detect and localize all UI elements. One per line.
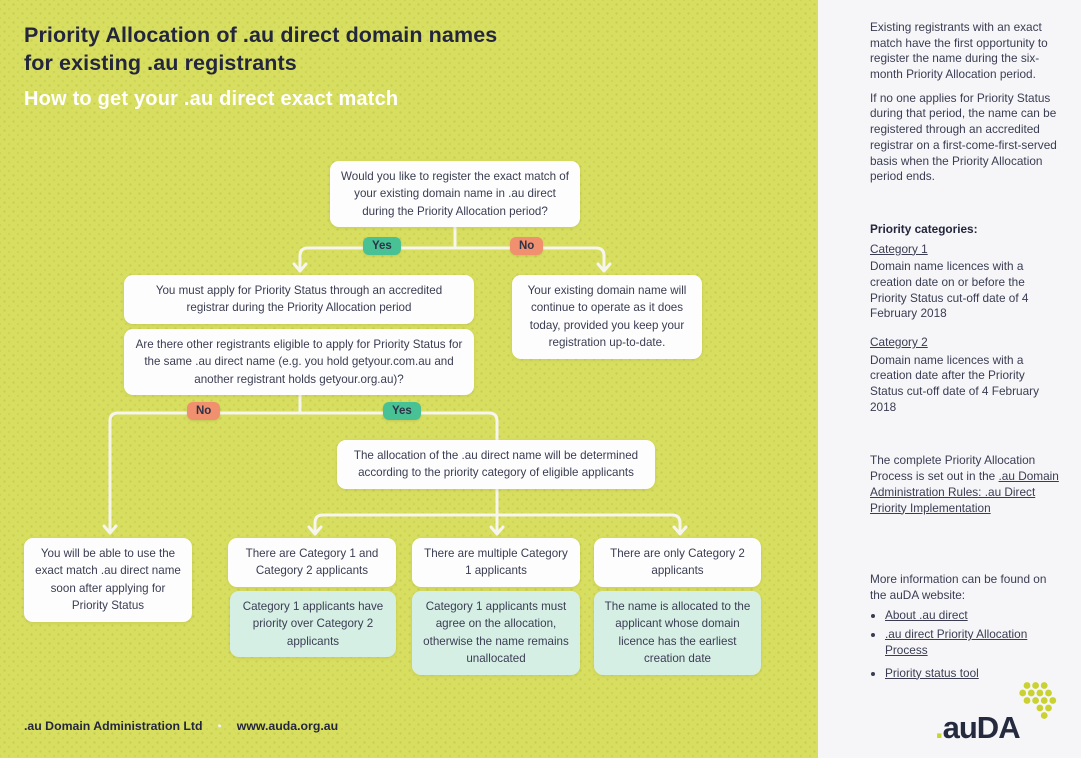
badge-no-1: No xyxy=(510,237,544,255)
list-item: About .au direct xyxy=(885,608,1060,624)
auda-logo-dot: . xyxy=(935,710,944,745)
flow-node-only-cat2: There are only Category 2 applicants xyxy=(594,538,761,587)
footer-company: .au Domain Administration Ltd xyxy=(24,719,203,733)
allocation-process-paragraph: The complete Priority Allocation Process… xyxy=(870,453,1060,516)
category-1-description: Domain name licences with a creation dat… xyxy=(870,259,1029,321)
list-item: .au direct Priority Allocation Process xyxy=(885,627,1060,658)
flow-connector-lines xyxy=(102,219,688,536)
flow-node-question-other-registrants: Are there other registrants eligible to … xyxy=(124,329,474,396)
badge-yes-2: Yes xyxy=(383,402,421,420)
admin-rules-link[interactable]: .au Domain Administration Rules: .au Dir… xyxy=(870,469,1059,515)
allocation-process-text: The complete Priority Allocation Process… xyxy=(870,453,1036,484)
flow-node-use-exact-match: You will be able to use the exact match … xyxy=(24,538,192,622)
page-title: Priority Allocation of .au direct domain… xyxy=(24,22,497,78)
footer-website: www.auda.org.au xyxy=(236,719,339,733)
page-title-line2: for existing .au registrants xyxy=(24,50,297,75)
page-title-line1: Priority Allocation of .au direct domain… xyxy=(24,23,498,47)
priority-status-tool-link[interactable]: Priority status tool xyxy=(885,665,979,680)
auda-logo-text: .auDA xyxy=(935,710,1021,745)
badge-no-2: No xyxy=(187,402,221,420)
flow-node-multiple-cat1: There are multiple Category 1 applicants xyxy=(412,538,580,587)
flow-result-cat1-priority: Category 1 applicants have priority over… xyxy=(230,591,396,658)
category-1-block: Category 1 Domain name licences with a c… xyxy=(870,242,1060,322)
priority-allocation-process-link[interactable]: .au direct Priority Allocation Process xyxy=(885,627,1028,657)
category-2-label: Category 2 xyxy=(870,335,928,349)
flow-node-question-register: Would you like to register the exact mat… xyxy=(330,161,580,228)
sidebar-paragraph-no-one-applies: If no one applies for Priority Status du… xyxy=(870,90,1057,184)
about-au-direct-link[interactable]: About .au direct xyxy=(885,607,968,622)
auda-logo: .auDA xyxy=(935,682,1057,745)
flow-result-must-agree: Category 1 applicants must agree on the … xyxy=(412,591,580,675)
priority-categories-heading: Priority categories: xyxy=(870,221,978,236)
flow-node-apply-priority-status: You must apply for Priority Status throu… xyxy=(124,275,474,324)
more-info-text: More information can be found on the auD… xyxy=(870,572,1047,602)
category-2-description: Domain name licences with a creation dat… xyxy=(870,352,1039,414)
page-subtitle: How to get your .au direct exact match xyxy=(24,88,399,110)
footer-separator-dot: • xyxy=(217,719,222,733)
flow-node-allocation-determined: The allocation of the .au direct name wi… xyxy=(337,440,655,489)
flowchart-area: Priority Allocation of .au direct domain… xyxy=(0,0,818,758)
flow-result-earliest-creation: The name is allocated to the applicant w… xyxy=(594,591,761,675)
sidebar-paragraph-exact-match: Existing registrants with an exact match… xyxy=(870,20,1048,82)
auda-logo-word: auDA xyxy=(942,710,1021,745)
category-2-block: Category 2 Domain name licences with a c… xyxy=(870,335,1060,415)
flow-node-existing-name-continues: Your existing domain name will continue … xyxy=(512,275,702,359)
info-sidebar: Existing registrants with an exact match… xyxy=(818,0,1081,758)
footer: .au Domain Administration Ltd • www.auda… xyxy=(24,719,338,733)
auda-dots-icon xyxy=(1019,682,1057,719)
list-item: Priority status tool xyxy=(885,666,1060,682)
category-1-label: Category 1 xyxy=(870,241,928,256)
badge-yes-1: Yes xyxy=(363,237,401,255)
sidebar-link-list: About .au direct .au direct Priority All… xyxy=(870,608,1060,682)
flow-node-cat1-and-cat2: There are Category 1 and Category 2 appl… xyxy=(228,538,396,587)
